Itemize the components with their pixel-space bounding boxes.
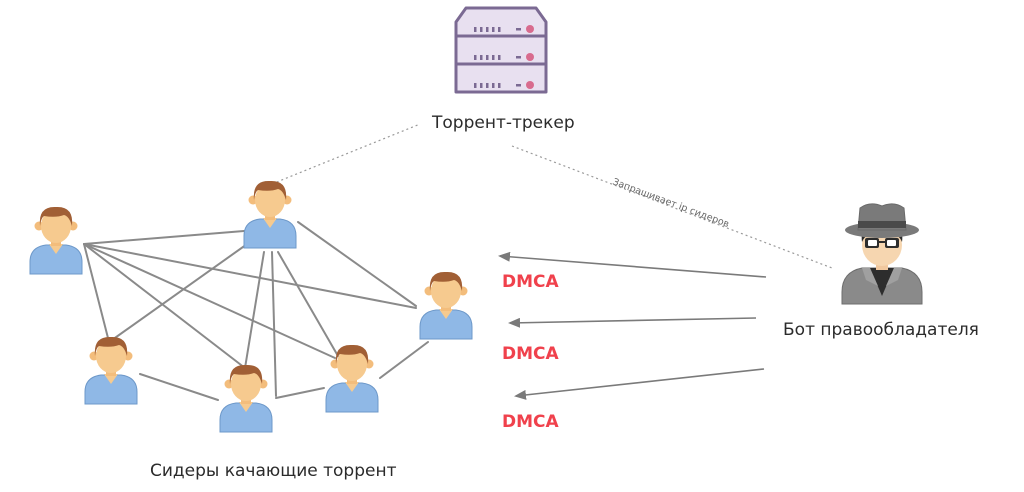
seeder-user-icon xyxy=(325,344,379,413)
server-icon xyxy=(454,6,548,94)
spy-hat-icon xyxy=(841,203,923,305)
query-label: Запрашивает ip сидеров xyxy=(611,177,731,231)
seeder-user-icon xyxy=(84,336,138,405)
tracker-label: Торрент-трекер xyxy=(432,113,575,133)
seeder-user-icon xyxy=(243,180,297,249)
seeder-user-icon xyxy=(219,364,273,433)
bot-label: Бот правообладателя xyxy=(783,320,979,340)
tracker-seeder-link xyxy=(271,123,421,185)
dmca-arrow xyxy=(514,368,765,400)
dmca-arrow xyxy=(508,317,757,328)
seeder-user-icon xyxy=(419,271,473,340)
seeders-label: Сидеры качающие торрент xyxy=(150,461,397,481)
dmca-notice: DMCA xyxy=(502,412,559,432)
tracker-bot-link xyxy=(511,145,833,269)
dmca-arrow xyxy=(498,251,767,278)
seeder-user-icon xyxy=(29,206,83,275)
dmca-notice: DMCA xyxy=(502,272,559,292)
dmca-notice: DMCA xyxy=(502,344,559,364)
peer-network xyxy=(83,221,429,401)
